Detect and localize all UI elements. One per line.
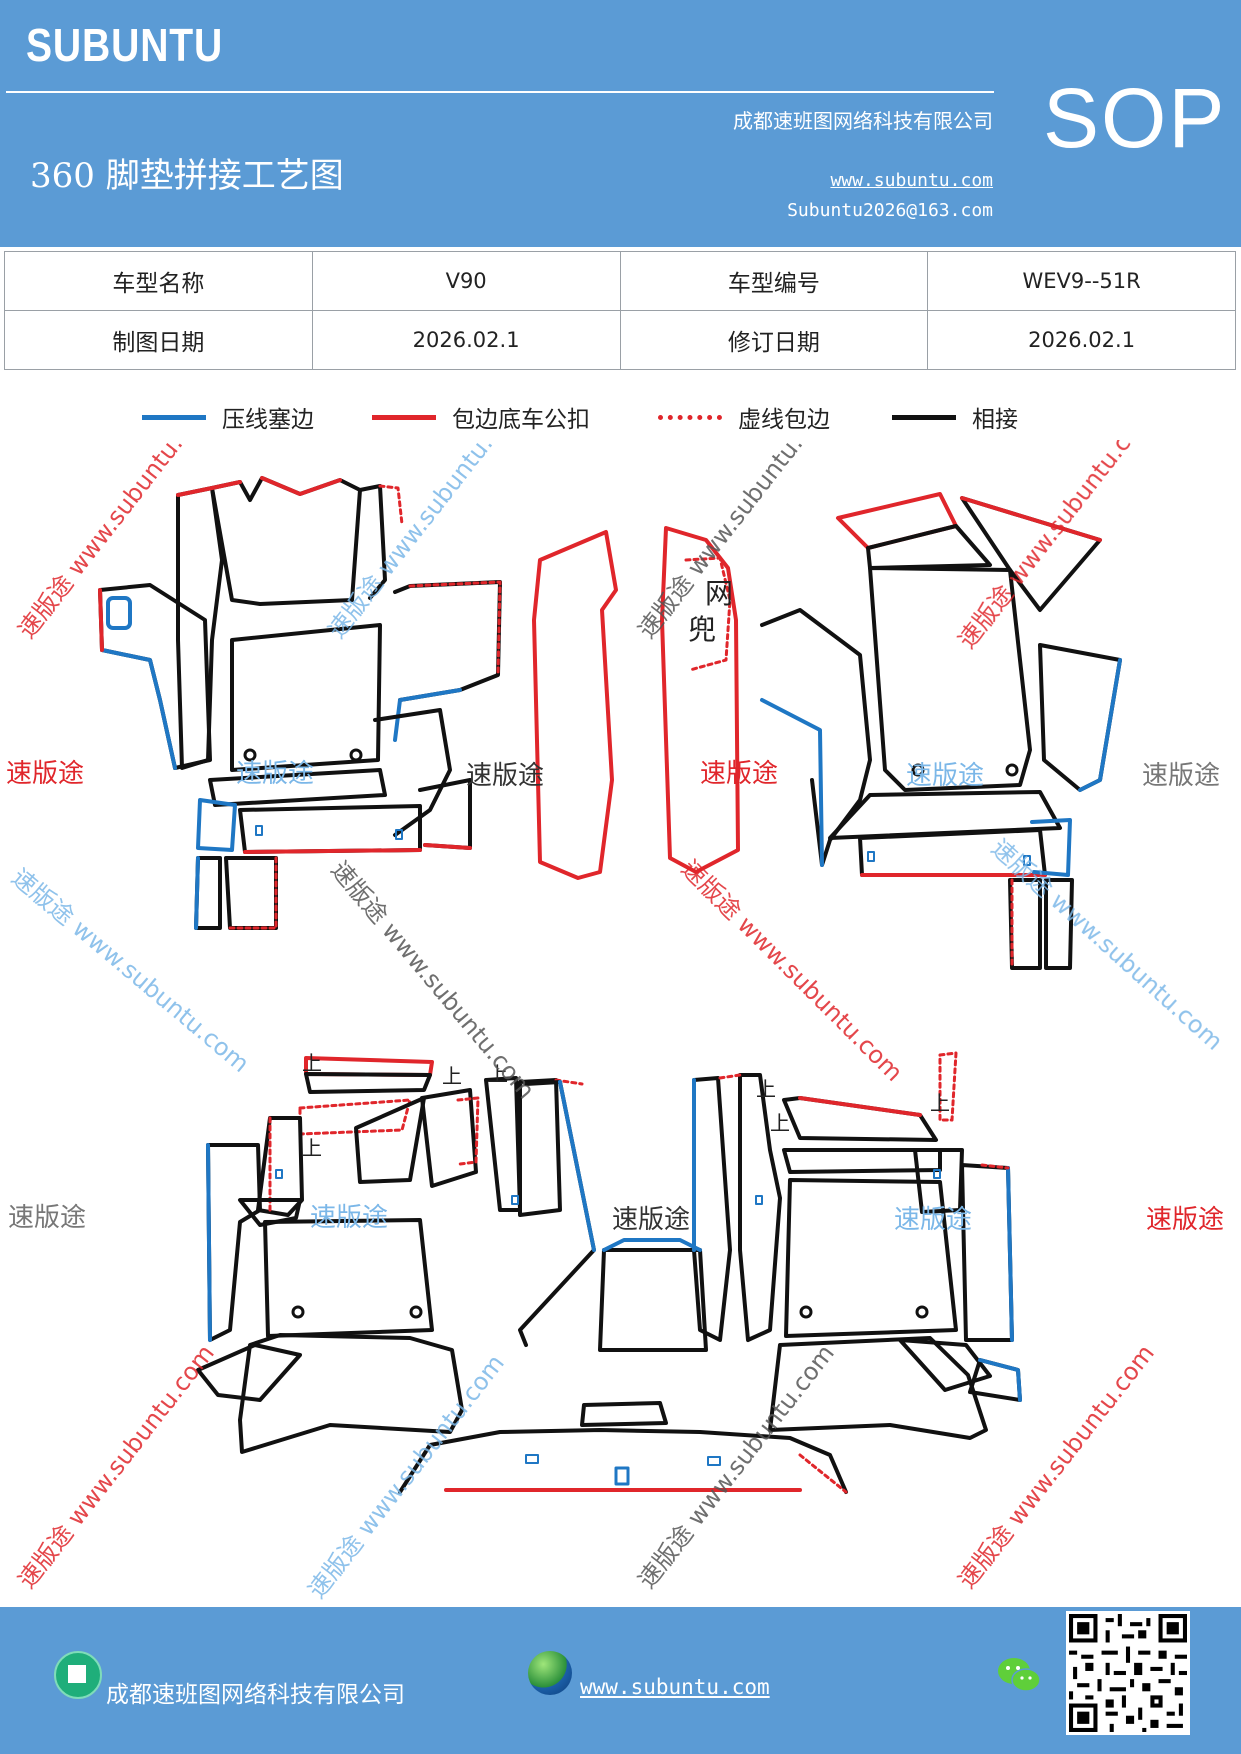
table-cell-value: WEV9--51R (927, 251, 1236, 311)
footer-banner: 成都速班图网络科技有限公司 www.subuntu.com (0, 1607, 1241, 1754)
sop-badge: SOP (1043, 71, 1227, 165)
watermark-brand: 速版途 (894, 1205, 972, 1235)
header-website-link[interactable]: www.subuntu.com (830, 170, 993, 191)
legend-item-press-line: 压线塞边 (142, 402, 314, 433)
net-pocket-label: 兜 (688, 613, 716, 646)
legend-swatch-red-dotted (658, 414, 722, 420)
brand-logo: SUBUNTU (26, 19, 224, 71)
table-cell-label: 车型名称 (4, 251, 313, 311)
watermark-diagonal: 速版途 www.subuntu.com (953, 440, 1160, 654)
watermark-diagonal: 速版途 www.subuntu.com (633, 1339, 840, 1593)
legend-swatch-black (892, 414, 956, 420)
top-mark: 上 (302, 1136, 322, 1160)
header-email: Subuntu2026@163.com (787, 200, 993, 221)
watermark-brand: 速版途 (1142, 761, 1220, 791)
legend-label: 虚线包边 (738, 407, 830, 433)
document-title: 360 脚垫拼接工艺图 (30, 156, 344, 196)
watermark-brand: 速版途 (236, 759, 314, 789)
table-cell-value: 2026.02.1 (311, 310, 621, 370)
top-mark: 上 (442, 1064, 462, 1088)
top-mark: 上 (770, 1111, 790, 1135)
watermark-brand: 速版途 (466, 761, 544, 791)
watermark-brand: 速版途 (8, 1203, 86, 1233)
qr-code (1066, 1611, 1190, 1735)
mat-piece-top-center (532, 526, 740, 880)
top-marks: 上 上 上 上 上 上 上 (302, 1051, 950, 1160)
top-mark: 上 (930, 1091, 950, 1115)
watermark-diagonal: 速版途 www.subuntu.com (676, 854, 909, 1087)
table-row: 车型名称 V90 车型编号 WEV9--51R (4, 251, 1236, 311)
legend-label: 相接 (972, 407, 1018, 433)
header-company-name: 成都速班图网络科技有限公司 (733, 109, 993, 133)
header-divider (6, 91, 994, 93)
watermark-brand: 速版途 (310, 1203, 388, 1233)
header-banner: SUBUNTU 成都速班图网络科技有限公司 360 脚垫拼接工艺图 www.su… (0, 0, 1241, 247)
table-cell-value: V90 (311, 251, 621, 311)
floor-mat-diagram: 网 兜 上 上 上 上 上 上 上 速版途 速版途 速版途 速版途 速版途 速版… (6, 440, 1228, 1604)
legend-swatch-red (372, 414, 436, 420)
globe-icon (528, 1651, 572, 1695)
watermark-diagonal: 速版途 www.subuntu.com (6, 863, 254, 1078)
watermark-brand: 速版途 (6, 759, 84, 789)
watermark-brand: 速版途 (1146, 1205, 1224, 1235)
watermark-brand: 速版途 (612, 1205, 690, 1235)
watermark-diagonal: 速版途 www.subuntu.com (13, 440, 220, 644)
watermark-group: 速版途 速版途 速版途 速版途 速版途 速版途 速版途 速版途 速版途 速版途 … (6, 759, 1224, 1235)
watermark-brand: 速版途 (906, 761, 984, 791)
top-mark: 上 (302, 1051, 322, 1075)
mat-piece-bottom-assembly (196, 1051, 1022, 1494)
table-cell-label: 修订日期 (619, 310, 929, 370)
table-cell-label: 车型编号 (619, 251, 929, 311)
top-mark: 上 (488, 1062, 508, 1086)
mat-piece-top-left (98, 476, 502, 930)
legend-item-join: 相接 (892, 402, 1018, 433)
mat-piece-top-right (760, 492, 1122, 970)
table-cell-label: 制图日期 (4, 310, 313, 370)
watermark-diagonal: 速版途 www.subuntu.com (986, 834, 1228, 1056)
footer-website-link[interactable]: www.subuntu.com (580, 1675, 770, 1699)
net-pocket-label: 网 (705, 577, 733, 610)
footer-company-name: 成都速班图网络科技有限公司 (106, 1682, 405, 1708)
top-mark: 上 (756, 1077, 776, 1101)
vehicle-info-table: 车型名称 V90 车型编号 WEV9--51R 制图日期 2026.02.1 修… (4, 251, 1236, 370)
legend-swatch-blue (142, 414, 206, 420)
watermark-brand: 速版途 (700, 759, 778, 789)
home-icon (54, 1651, 102, 1699)
watermark-diagonal: 速版途 www.subuntu.com (303, 1349, 510, 1603)
table-cell-value: 2026.02.1 (927, 310, 1236, 370)
legend-label: 包边底车公扣 (452, 407, 590, 433)
wechat-icon (998, 1658, 1041, 1692)
legend-label: 压线塞边 (222, 407, 314, 433)
table-row: 制图日期 2026.02.1 修订日期 2026.02.1 (4, 310, 1236, 370)
legend-item-dotted-edge: 虚线包边 (658, 402, 830, 433)
watermark-diagonal: 速版途 www.subuntu.com (13, 1339, 220, 1593)
legend-item-edge-buckle: 包边底车公扣 (372, 402, 590, 433)
